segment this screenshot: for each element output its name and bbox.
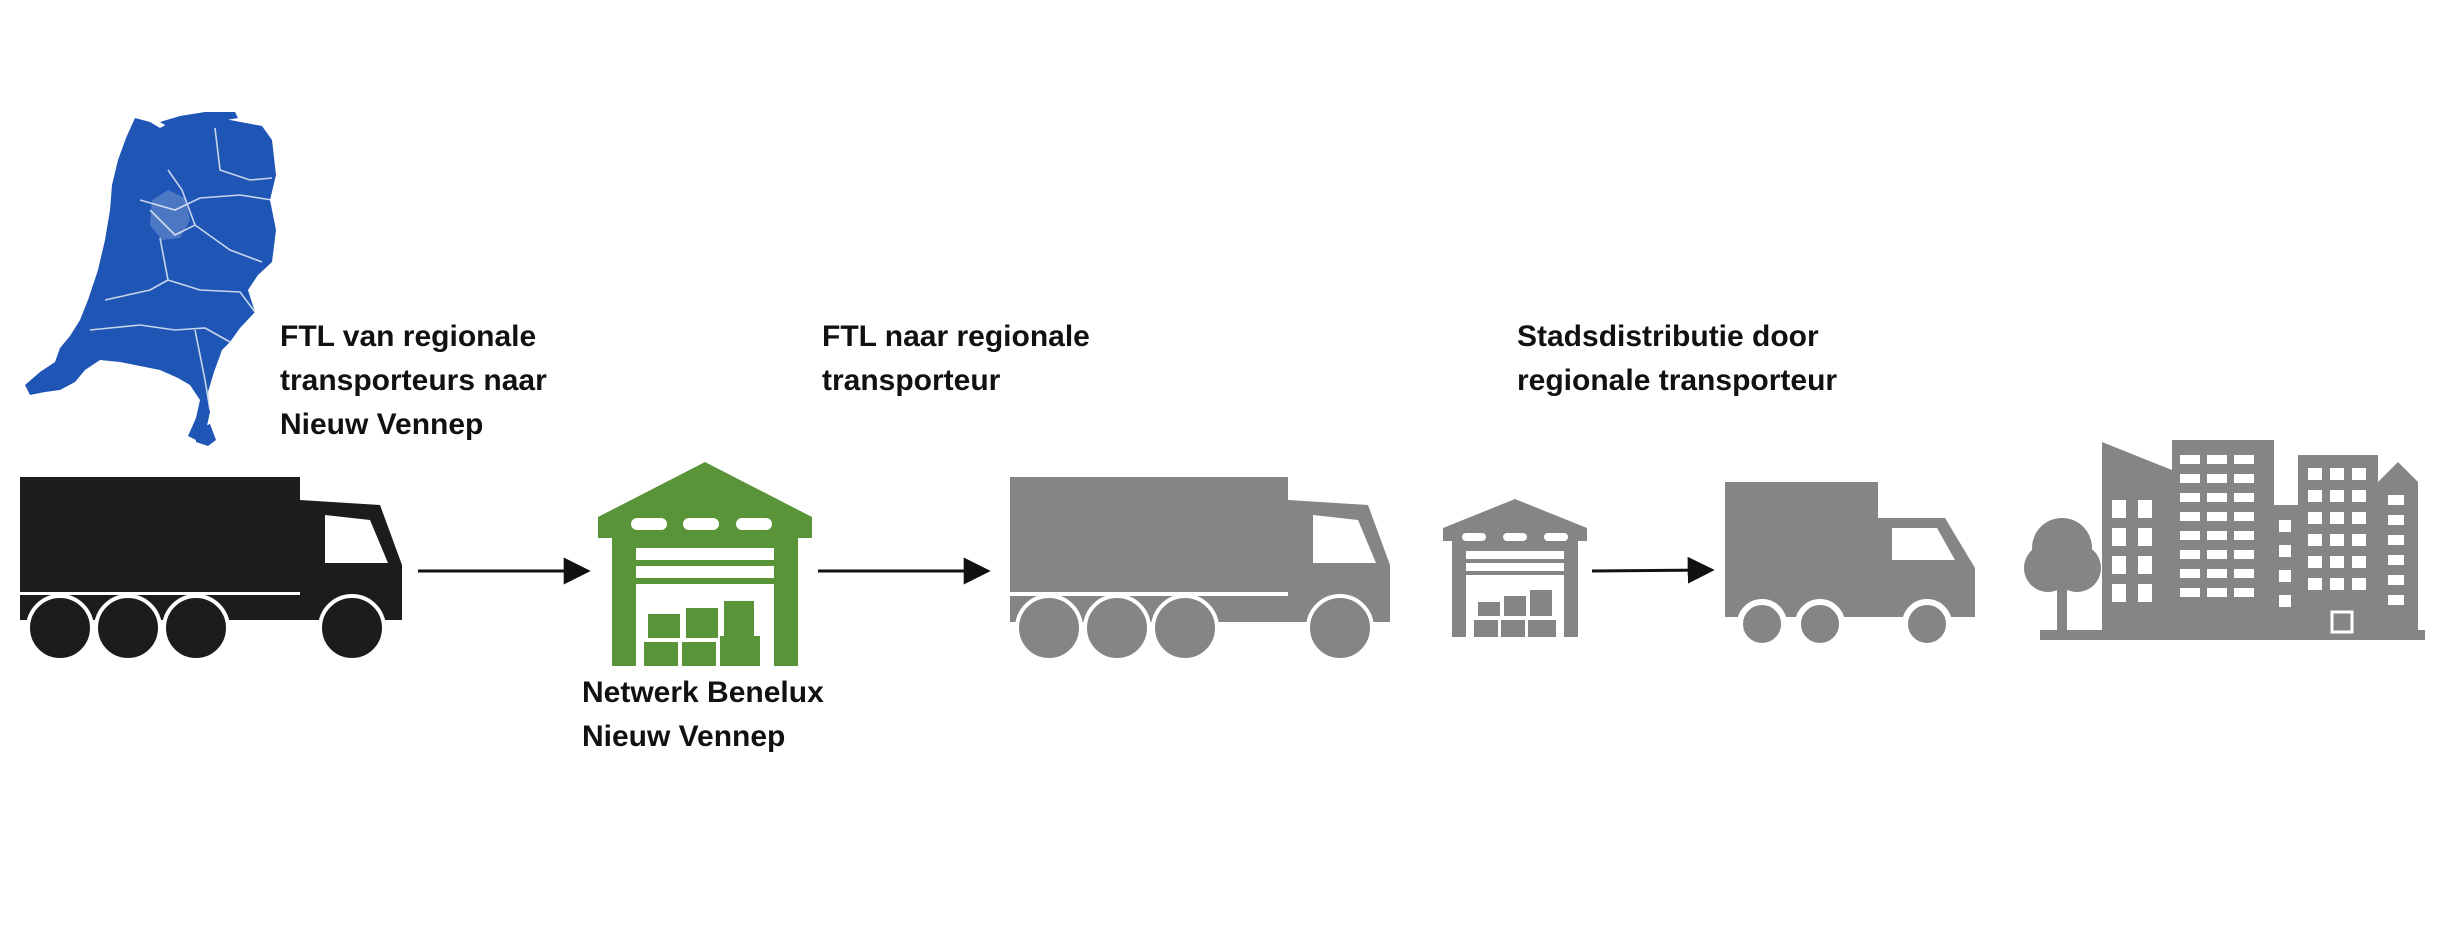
ijsselmeer-water-icon — [150, 190, 190, 240]
warehouse-icon — [598, 462, 812, 666]
map-province-borders-icon — [89, 127, 273, 411]
delivery-truck-icon — [1725, 482, 1975, 649]
city-skyline-icon — [2024, 440, 2425, 640]
step1-caption: FTL van regionale transporteurs naar Nie… — [280, 320, 547, 441]
small-warehouse-icon — [1443, 499, 1587, 637]
hub-caption: Netwerk Benelux Nieuw Vennep — [582, 676, 824, 753]
flow-arrow — [1591, 556, 1715, 584]
netherlands-map-icon — [25, 112, 276, 446]
step2-caption: FTL naar regionale transporteur — [822, 320, 1090, 397]
step3-caption: Stadsdistributie door regionale transpor… — [1517, 320, 1838, 397]
semi-truck-icon — [20, 477, 402, 662]
semi-truck-icon — [1010, 477, 1390, 662]
building-door-icon — [2330, 610, 2354, 634]
